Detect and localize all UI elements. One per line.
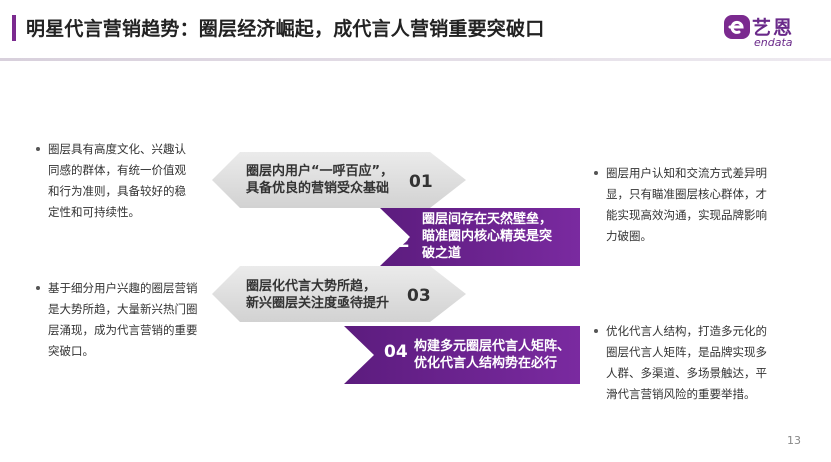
step-04-line-1: 构建多元圈层代言人矩阵、: [414, 339, 571, 354]
step-04-line-2: 优化代言人结构势在必行: [414, 356, 558, 371]
step-01-line-2: 具备优良的营销受众基础: [246, 181, 390, 196]
note-line: 圈层代言人矩阵，是品牌实现多: [606, 345, 767, 359]
note-line: 滑代言营销风险的重要举措。: [606, 387, 756, 401]
note-left-2: 基于细分用户兴趣的圈层营销 是大势所趋，大量新兴热门圈 层涌现，成为代言营销的重…: [36, 278, 226, 362]
note-line: 定性和可持续性。: [48, 205, 140, 219]
step-04-number: 04: [384, 342, 408, 362]
page-title: 明星代言营销趋势：圈层经济崛起，成代言人营销重要突破口: [26, 18, 545, 40]
logo-english-text: endata: [754, 36, 793, 49]
page-number: 13: [787, 434, 801, 447]
note-line: 基于细分用户兴趣的圈层营销: [48, 281, 198, 295]
note-line: 圈层用户认知和交流方式差异明: [606, 166, 767, 180]
note-line: 力破圈。: [606, 229, 652, 243]
step-04-arrow: [344, 326, 580, 384]
note-line: 显，只有瞄准圈层核心群体，才: [606, 187, 767, 201]
step-01-line-1: 圈层内用户“一呼百应”，: [246, 164, 394, 179]
note-line: 能实现高效沟通，实现品牌影响: [606, 208, 767, 222]
step-02-number: 02: [386, 232, 410, 252]
bullet-icon: [36, 286, 40, 290]
note-right-1: 圈层用户认知和交流方式差异明 显，只有瞄准圈层核心群体，才 能实现高效沟通，实现…: [594, 163, 794, 247]
step-03-arrow: [212, 266, 466, 322]
step-03-line-1: 圈层化代言大势所趋，: [246, 279, 377, 294]
header-divider: [0, 58, 831, 61]
note-line: 人群、多渠道、多场景触达，平: [606, 366, 767, 380]
step-02-line-2: 瞄准圈内核心精英是突: [422, 229, 553, 244]
note-right-2: 优化代言人结构，打造多元化的 圈层代言人矩阵，是品牌实现多 人群、多渠道、多场景…: [594, 321, 794, 405]
logo-chinese-text: 艺恩: [752, 17, 795, 39]
note-line: 和行为准则，具备较好的稳: [48, 184, 186, 198]
brand-logo: 艺恩 endata: [722, 12, 822, 52]
step-01-number: 01: [409, 172, 433, 192]
bullet-icon: [594, 171, 598, 175]
endata-logo-icon: [724, 15, 750, 39]
note-left-1: 圈层具有高度文化、兴趣认 同感的群体，有统一价值观 和行为准则，具备较好的稳 定…: [36, 139, 216, 223]
note-line: 同感的群体，有统一价值观: [48, 163, 186, 177]
note-line: 优化代言人结构，打造多元化的: [606, 324, 767, 338]
note-line: 层涌现，成为代言营销的重要: [48, 323, 198, 337]
note-line: 圈层具有高度文化、兴趣认: [48, 142, 186, 156]
bullet-icon: [594, 329, 598, 333]
step-03-text: 圈层化代言大势所趋， 新兴圈层关注度亟待提升: [246, 278, 389, 312]
step-02-line-3: 破之道: [422, 246, 462, 261]
step-03-number: 03: [407, 286, 431, 306]
title-accent-bar: [12, 15, 16, 41]
step-04-text: 构建多元圈层代言人矩阵、 优化代言人结构势在必行: [414, 338, 570, 372]
bullet-icon: [36, 147, 40, 151]
step-03-line-2: 新兴圈层关注度亟待提升: [246, 296, 390, 311]
step-02-line-1: 圈层间存在天然壁垒，: [422, 212, 553, 227]
step-02-text: 圈层间存在天然壁垒， 瞄准圈内核心精英是突 破之道: [422, 211, 552, 262]
note-line: 突破口。: [48, 344, 94, 358]
step-01-text: 圈层内用户“一呼百应”， 具备优良的营销受众基础: [246, 163, 393, 197]
step-02-arrow: [380, 208, 580, 266]
step-01-arrow: [212, 152, 466, 208]
header: 明星代言营销趋势：圈层经济崛起，成代言人营销重要突破口 艺恩 endata: [0, 0, 831, 60]
note-line: 是大势所趋，大量新兴热门圈: [48, 302, 198, 316]
